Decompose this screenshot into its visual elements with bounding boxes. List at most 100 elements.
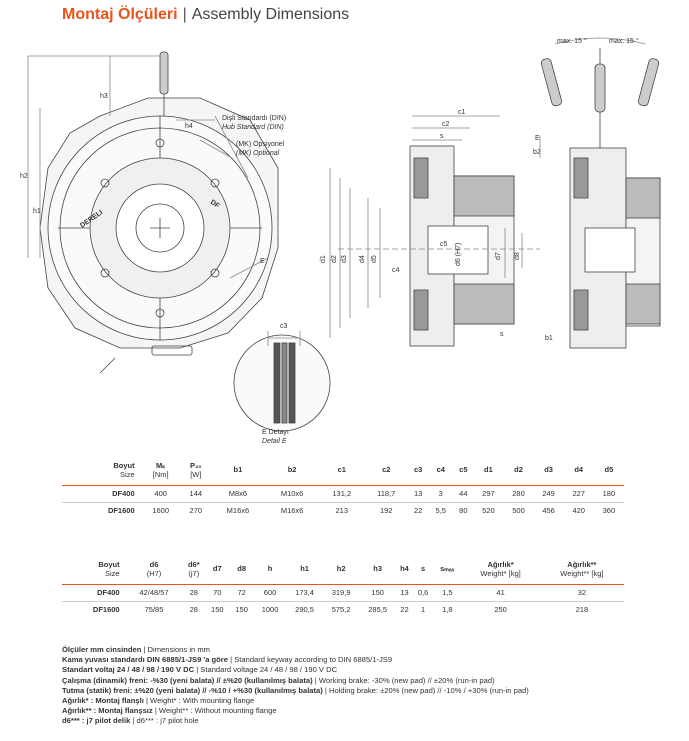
- column-header: h2: [323, 554, 360, 584]
- value-cell: 400: [154, 489, 167, 498]
- page-title: Montaj Ölçüleri|Assembly Dimensions: [62, 6, 349, 24]
- value-cell: 360: [593, 501, 624, 519]
- column-header-unit: Size: [120, 469, 135, 479]
- value-cell: 420: [563, 501, 594, 519]
- column-header-unit: [Nm]: [152, 469, 169, 479]
- title-tr: Montaj Ölçüleri: [62, 6, 178, 23]
- note-tr: Kama yuvası standardı DIN 6885/1-JS9 'a …: [62, 655, 228, 665]
- column-header-label: d4: [574, 465, 584, 475]
- note-tr: Çalışma (dinamik) freni: -%30 (yeni bala…: [62, 675, 313, 685]
- value-cell: 1: [412, 600, 434, 618]
- column-header-label: c1: [337, 465, 346, 475]
- label-b2: b2: [533, 149, 541, 156]
- value-cell: 1000: [253, 600, 287, 618]
- column-header-unit: Weight** [kg]: [560, 568, 604, 578]
- column-header-label: d3: [544, 465, 553, 475]
- label-d6: d6 (H7): [455, 243, 462, 266]
- note-tr: d6*** : j7 pilot delik: [62, 716, 131, 726]
- value-cell: 75/85: [125, 600, 183, 618]
- value-cell: 22: [408, 501, 429, 519]
- column-header-unit: Size: [105, 568, 120, 578]
- column-header-label: c5: [459, 465, 468, 475]
- column-header-label: Ağırlık**: [567, 559, 597, 569]
- title-separator: |: [182, 6, 187, 23]
- column-header-label: Mₖ: [155, 460, 166, 470]
- column-header-label: d7: [212, 564, 222, 574]
- column-header-label: Ağırlık*: [487, 559, 514, 569]
- note-tr: Ağırlık** : Montaj flanşsız: [62, 706, 153, 716]
- label-h1: h1: [33, 208, 41, 215]
- column-header: Ağırlık**Weight** [kg]: [540, 554, 624, 584]
- column-header: d3: [534, 455, 564, 485]
- value-cell: 297: [482, 489, 495, 498]
- note-en: | Weight* : With mounting flange: [143, 696, 255, 706]
- value-cell: 1,5: [442, 588, 453, 597]
- value-cell: 500: [503, 501, 534, 519]
- note-tr: Standart voltaj 24 / 48 / 98 / 190 V DC: [62, 665, 195, 675]
- detail-e: [233, 331, 331, 432]
- column-header: d6*(j7): [182, 554, 205, 584]
- label-d7: d7: [495, 252, 502, 260]
- size-cell: DF1600: [62, 600, 126, 618]
- label-h4: h4: [185, 123, 193, 130]
- section-view: [329, 115, 540, 347]
- label-smax: s: [500, 331, 504, 338]
- column-header-label: d5: [604, 465, 614, 475]
- value-cell: 131,2: [332, 489, 352, 498]
- column-header-label: d6: [149, 559, 159, 569]
- label-d8: d8: [514, 252, 521, 260]
- column-header: c5: [453, 455, 473, 485]
- value-cell: 270: [180, 501, 211, 519]
- label-d1: d1: [320, 255, 327, 263]
- label-mk-tr: (MK) Opsiyonel: [236, 141, 285, 148]
- label-h2: h2: [20, 173, 28, 180]
- value-cell: 150: [205, 600, 230, 618]
- note-en: | Dimensions in mm: [141, 645, 210, 654]
- column-header: d6(H7): [126, 554, 183, 584]
- note-en: | d6*** : j7 pilot hole: [130, 716, 199, 726]
- label-s: s: [440, 133, 444, 140]
- value-cell: 249: [542, 489, 555, 498]
- note-line: Ağırlık** : Montaj flanşsız | Weight** :…: [62, 706, 529, 716]
- value-cell: 28: [182, 600, 206, 618]
- value-cell: 28: [189, 588, 198, 597]
- label-hub-en: Hub Standard (DIN): [222, 124, 284, 131]
- column-header-unit: [W]: [190, 469, 202, 479]
- label-e-mark: E: [260, 258, 265, 265]
- value-cell: 1,8: [433, 600, 462, 618]
- value-cell: 520: [473, 501, 504, 519]
- value-cell: 280: [512, 489, 525, 498]
- value-cell: 150: [229, 600, 254, 618]
- value-cell: 173,4: [295, 588, 314, 597]
- column-header: h4: [396, 554, 413, 584]
- value-cell: 44: [459, 489, 468, 498]
- column-header-label: h4: [400, 564, 409, 574]
- column-header: d5: [594, 455, 624, 485]
- label-max15-left: max. 15 °: [557, 37, 587, 45]
- label-e-side: E: [535, 135, 540, 142]
- value-cell: 32: [577, 588, 587, 597]
- column-header-unit: (H7): [146, 568, 162, 578]
- note-en: | Standard keyway according to DIN 6885/…: [228, 655, 393, 665]
- value-cell: 72: [237, 588, 246, 597]
- note-tr: Ağırlık* : Montaj flanşlı: [62, 696, 144, 706]
- column-header-label: c4: [436, 465, 445, 475]
- label-d2: d2: [331, 255, 338, 263]
- column-header-label: c2: [382, 465, 391, 475]
- column-header: P₂₀[W]: [181, 455, 211, 485]
- column-header: h: [254, 554, 286, 584]
- label-mk-en: (MK) Optional: [236, 150, 280, 157]
- title-en: Assembly Dimensions: [191, 6, 350, 23]
- label-d4: d4: [359, 255, 366, 263]
- label-b1: b1: [545, 335, 553, 342]
- value-cell: 192: [364, 501, 409, 519]
- value-cell: M16x6: [265, 501, 320, 519]
- column-header-label: P₂₀: [189, 460, 202, 470]
- column-header-label: s: [421, 564, 426, 574]
